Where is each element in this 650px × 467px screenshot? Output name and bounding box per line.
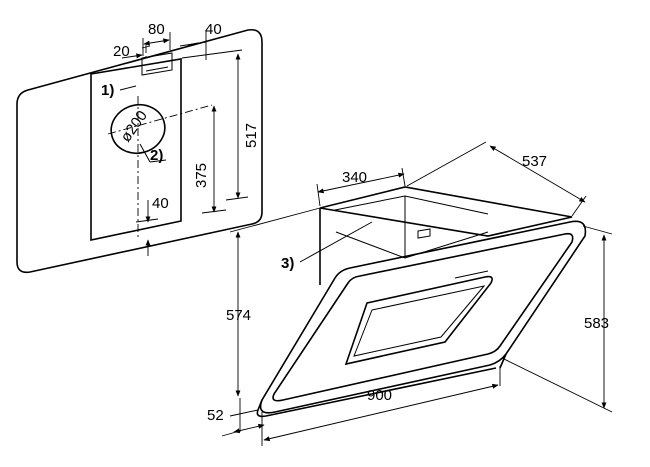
hood-display-window (344, 275, 493, 366)
hood-top-body (319, 186, 573, 237)
dim-537: 537 (522, 153, 547, 170)
dim-80: 80 (148, 21, 165, 38)
dim-900: 900 (367, 387, 392, 404)
dim-517: 517 (243, 123, 260, 148)
cooker-hood: 3) 340 537 574 583 900 52 (207, 141, 613, 446)
dim-40-top: 40 (205, 21, 222, 38)
dim-574: 574 (226, 307, 251, 324)
wall-plate-outline (16, 28, 263, 274)
dim-20: 20 (113, 43, 130, 60)
dim-340: 340 (342, 169, 367, 186)
dim-52: 52 (207, 407, 224, 424)
mounting-area (90, 58, 182, 241)
dim-583: 583 (584, 315, 609, 332)
callout-2: 2) (150, 147, 163, 164)
dim-40-bottom: 40 (152, 195, 169, 212)
wall-plate: 20 80 40 1) ø200 2) 517 375 40 (16, 21, 263, 274)
hood-glass-panel (259, 220, 587, 414)
dim-375: 375 (193, 163, 210, 188)
callout-3: 3) (281, 255, 294, 272)
callout-1: 1) (101, 82, 114, 99)
dim-diameter: ø200 (117, 108, 151, 146)
bracket-slot (141, 52, 173, 76)
